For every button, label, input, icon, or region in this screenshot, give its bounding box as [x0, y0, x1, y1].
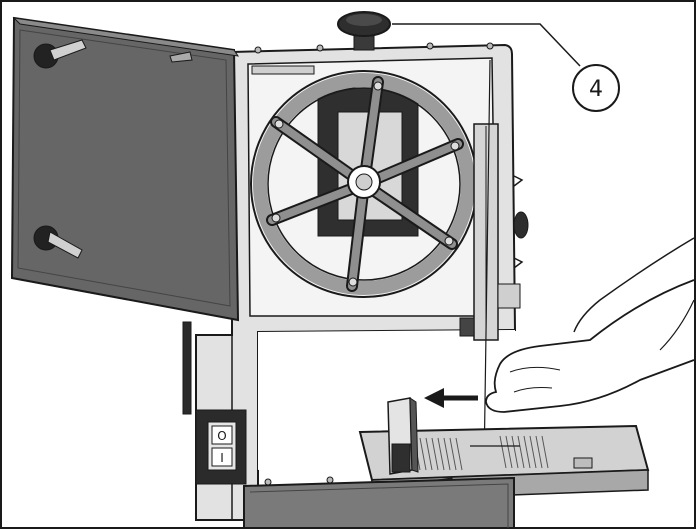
rip-fence[interactable]	[387, 397, 419, 475]
callout-circle	[572, 64, 620, 112]
switch-on-symbol: O	[217, 429, 226, 443]
callout-4: 4	[392, 23, 620, 112]
callout-label: 4	[589, 77, 603, 102]
power-switch-panel	[195, 409, 247, 485]
side-adjust-knob[interactable]	[513, 211, 529, 239]
hand-illustration	[485, 237, 695, 413]
left-rod	[182, 321, 192, 415]
blade-tension-knob[interactable]	[337, 11, 391, 51]
saw-blade	[483, 59, 491, 471]
door-hinge-pin	[169, 51, 193, 63]
power-switch-off[interactable]: I	[211, 447, 233, 467]
switch-off-symbol: I	[220, 451, 224, 465]
power-switch-on[interactable]: O	[211, 425, 233, 445]
side-fins	[513, 175, 524, 269]
door-latch-top[interactable]	[33, 39, 87, 69]
door-latch-bottom[interactable]	[33, 225, 83, 259]
direction-arrow	[424, 388, 478, 408]
open-door[interactable]	[10, 16, 240, 322]
upper-wheel	[250, 70, 478, 298]
lower-housing	[243, 476, 515, 529]
